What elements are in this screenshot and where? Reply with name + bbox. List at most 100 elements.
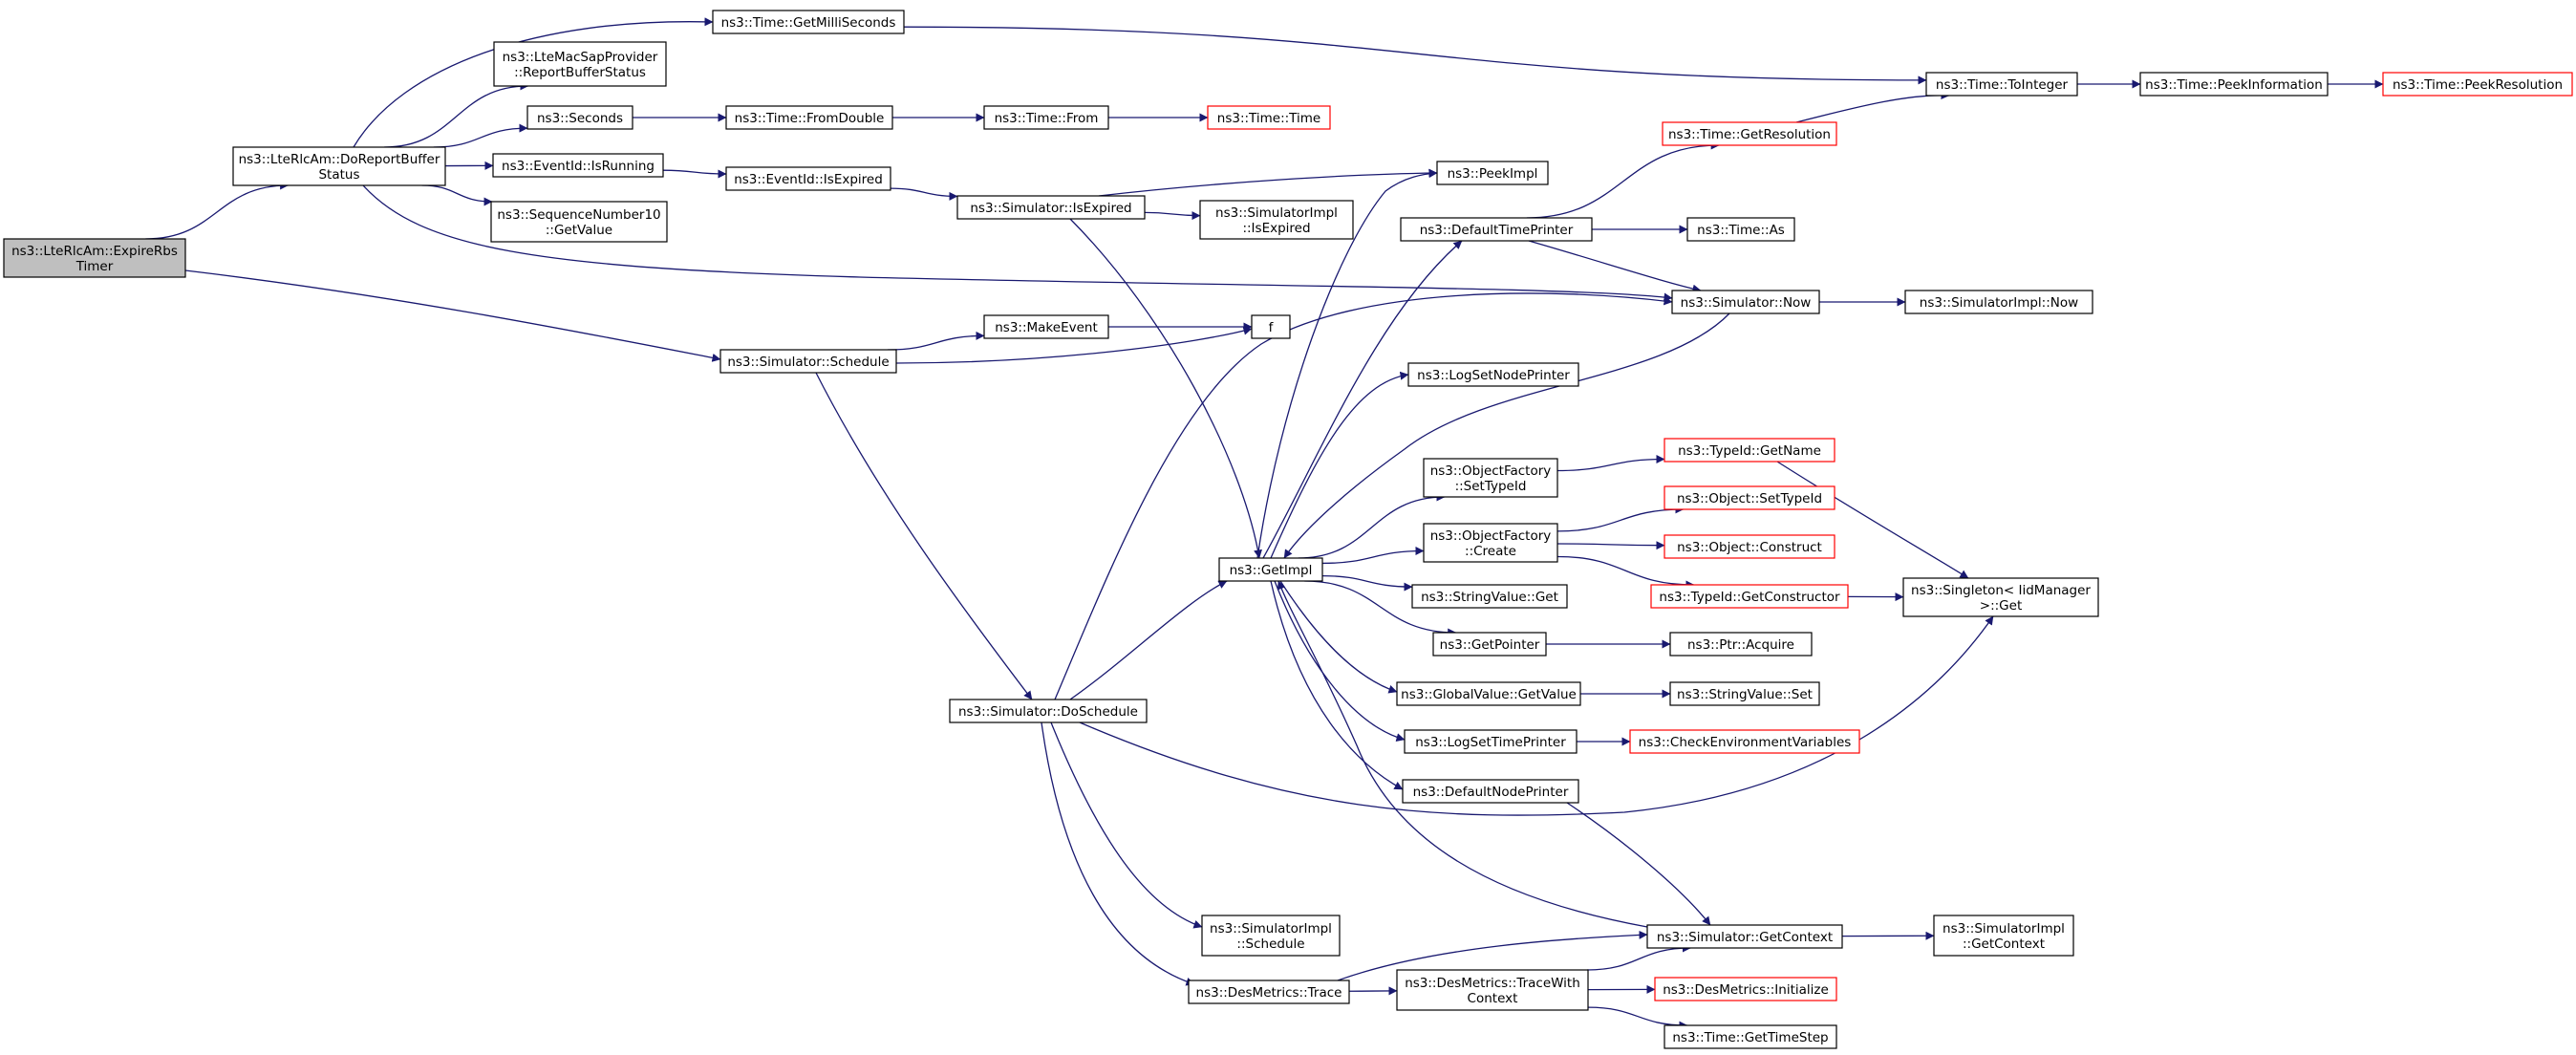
edge-doschedule-to-simimplschedule [1050, 721, 1203, 929]
edge-doreport-to-simnow [362, 184, 1673, 302]
node-ns3-objectfactory-create[interactable]: ns3::ObjectFactory::Create [1423, 523, 1558, 563]
edge-simisexpired-to-peekimpl [1098, 168, 1438, 197]
edge-defnode-to-simgetctx [1566, 802, 1711, 926]
node-box [1207, 105, 1331, 130]
node-box [1400, 217, 1593, 242]
node-ns3-time-time[interactable]: ns3::Time::Time [1207, 105, 1331, 130]
node-ns3-peekimpl[interactable]: ns3::PeekImpl [1436, 161, 1549, 185]
edge-getimpl-to-getpointer [1304, 580, 1457, 637]
node-label: ns3::Time::GetMilliSeconds [721, 15, 896, 31]
node-ns3-seconds[interactable]: ns3::Seconds [526, 105, 633, 130]
node-ns3-checkenvironmentvariables[interactable]: ns3::CheckEnvironmentVariables [1629, 729, 1860, 754]
node-ns3-objectfactory-settypeid[interactable]: ns3::ObjectFactory::SetTypeId [1423, 458, 1558, 498]
node-label: ::SetTypeId [1455, 479, 1527, 494]
node-label: ns3::LteMacSapProvider [503, 50, 658, 65]
node-f[interactable]: f [1251, 314, 1291, 339]
node-ns3-object-settypeid[interactable]: ns3::Object::SetTypeId [1664, 485, 1835, 510]
edge-getimpl-to-defnode [1270, 580, 1404, 790]
node-ns3-globalvalue-getvalue[interactable]: ns3::GlobalValue::GetValue [1396, 681, 1581, 706]
node-ns3-defaulttimeprinter[interactable]: ns3::DefaultTimePrinter [1400, 217, 1593, 242]
node-ns3-eventid-isrunning[interactable]: ns3::EventId::IsRunning [492, 153, 664, 178]
node-ns3-getpointer[interactable]: ns3::GetPointer [1432, 632, 1547, 657]
edge-ofcreate-to-objconstruct [1556, 541, 1665, 550]
node-ns3-simulatorimpl-now[interactable]: ns3::SimulatorImpl::Now [1904, 290, 2093, 314]
node-ns3-time-peekresolution[interactable]: ns3::Time::PeekResolution [2382, 72, 2573, 97]
edge-schedule-to-f [895, 326, 1253, 364]
node-box [1423, 523, 1558, 563]
node-box [712, 10, 905, 34]
node-box [725, 105, 893, 130]
edge-isrunning-to-isexpiredev [662, 169, 727, 179]
node-ns3-logsettimeprinter[interactable]: ns3::LogSetTimePrinter [1404, 729, 1578, 754]
node-ns3-simulatorimpl-isexpired[interactable]: ns3::SimulatorImpl::IsExpired [1199, 200, 1354, 240]
node-label: ::GetContext [1963, 937, 2045, 952]
node-ns3-getimpl[interactable]: ns3::GetImpl [1218, 557, 1323, 582]
node-ns3-simulatorimpl-getcontext[interactable]: ns3::SimulatorImpl::GetContext [1933, 915, 2074, 957]
node-label: ns3::EventId::IsExpired [734, 172, 883, 187]
node-label: ns3::ObjectFactory [1430, 528, 1552, 544]
node-ns3-time-getresolution[interactable]: ns3::Time::GetResolution [1662, 121, 1837, 146]
node-ns3-time-peekinformation[interactable]: ns3::Time::PeekInformation [2139, 72, 2329, 97]
node-label: ns3::SequenceNumber10 [497, 207, 660, 223]
edge-getimpl-to-gvgetvalue [1279, 580, 1398, 694]
node-ns3-makeevent[interactable]: ns3::MakeEvent [983, 314, 1109, 339]
node-box [1218, 557, 1323, 582]
node-ns3-logsetnodeprinter[interactable]: ns3::LogSetNodePrinter [1407, 362, 1579, 387]
node-label: ns3::LteRlcAm::ExpireRbs [11, 244, 178, 259]
edge-getimpl-to-strvalget [1321, 574, 1413, 592]
node-box [1933, 915, 2074, 957]
edge-doschedule-to-getimpl [1069, 580, 1228, 700]
node-ns3-simulatorimpl-schedule[interactable]: ns3::SimulatorImpl::Schedule [1201, 915, 1341, 957]
edge-getmilli-to-toint [903, 26, 1927, 85]
node-box [3, 238, 186, 278]
node-label: ::GetValue [546, 223, 612, 238]
node-ns3-simulator-schedule[interactable]: ns3::Simulator::Schedule [719, 349, 897, 374]
node-ns3-simulator-doschedule[interactable]: ns3::Simulator::DoSchedule [949, 699, 1148, 723]
edge-getres-to-toint [1795, 91, 1950, 123]
edge-simisexpired-to-getimpl [1069, 218, 1262, 559]
node-label: ns3::Object::SetTypeId [1677, 491, 1822, 506]
node-box [1396, 681, 1581, 706]
node-label: ns3::SimulatorImpl [1943, 921, 2065, 937]
node-label: ns3::DesMetrics::TraceWith [1405, 976, 1580, 991]
node-ns3-time-fromdouble[interactable]: ns3::Time::FromDouble [725, 105, 893, 130]
node-ns3-time-from[interactable]: ns3::Time::From [983, 105, 1109, 130]
node-ns3-eventid-isexpired[interactable]: ns3::EventId::IsExpired [725, 166, 891, 191]
node-ns3-stringvalue-set[interactable]: ns3::StringValue::Set [1669, 681, 1820, 706]
edge-doschedule-to-simnow [1054, 292, 1673, 700]
node-ns3-simulator-now[interactable]: ns3::Simulator::Now [1671, 290, 1820, 314]
node-ns3-time-as[interactable]: ns3::Time::As [1686, 217, 1795, 242]
node-ns3-time-tointeger[interactable]: ns3::Time::ToInteger [1925, 72, 2078, 97]
node-ns3-time-gettimestep[interactable]: ns3::Time::GetTimeStep [1664, 1024, 1837, 1049]
node-label: ::ReportBufferStatus [514, 65, 646, 80]
node-ns3-desmetrics-trace[interactable]: ns3::DesMetrics::Trace [1188, 980, 1350, 1004]
node-ns3-simulator-getcontext[interactable]: ns3::Simulator::GetContext [1646, 924, 1843, 949]
node-box [1671, 290, 1820, 314]
node-ns3-time-getmilliseconds[interactable]: ns3::Time::GetMilliSeconds [712, 10, 905, 34]
node-ns3-typeid-getconstructor[interactable]: ns3::TypeId::GetConstructor [1650, 584, 1849, 609]
node-box [1654, 977, 1837, 1001]
node-ns3-sequencenumber10-getvalue[interactable]: ns3::SequenceNumber10::GetValue [490, 201, 668, 243]
node-label: ns3::Simulator::Now [1681, 295, 1812, 311]
node-label: ns3::Time::GetResolution [1668, 127, 1831, 142]
node-ns3-ptr-acquire[interactable]: ns3::Ptr::Acquire [1669, 632, 1813, 657]
node-label: ::IsExpired [1242, 221, 1310, 236]
node-label: ns3::SimulatorImpl::Now [1920, 295, 2078, 311]
node-label: ns3::TypeId::GetName [1678, 443, 1821, 459]
node-ns3-desmetrics-initialize[interactable]: ns3::DesMetrics::Initialize [1654, 977, 1837, 1001]
node-ns3-stringvalue-get[interactable]: ns3::StringValue::Get [1411, 584, 1568, 609]
node-label: f [1269, 320, 1275, 335]
edge-schedule-to-doschedule [815, 372, 1033, 700]
node-label: ::Schedule [1236, 937, 1304, 952]
node-ns3-object-construct[interactable]: ns3::Object::Construct [1664, 534, 1835, 559]
node-ns3-typeid-getname[interactable]: ns3::TypeId::GetName [1664, 438, 1835, 463]
edge-tidgetname-to-singleton [1776, 461, 1969, 579]
node-ns3-simulator-isexpired[interactable]: ns3::Simulator::IsExpired [956, 195, 1146, 220]
node-ns3-defaultnodeprinter[interactable]: ns3::DefaultNodePrinter [1402, 779, 1579, 804]
node-label: ns3::SimulatorImpl [1215, 205, 1338, 221]
node-ns3-singleton-iidmanager-get[interactable]: ns3::Singleton< IidManager>::Get [1902, 577, 2099, 617]
node-ns3-ltemacsapprovider-reportbufferstatus[interactable]: ns3::LteMacSapProvider::ReportBufferStat… [493, 41, 667, 87]
